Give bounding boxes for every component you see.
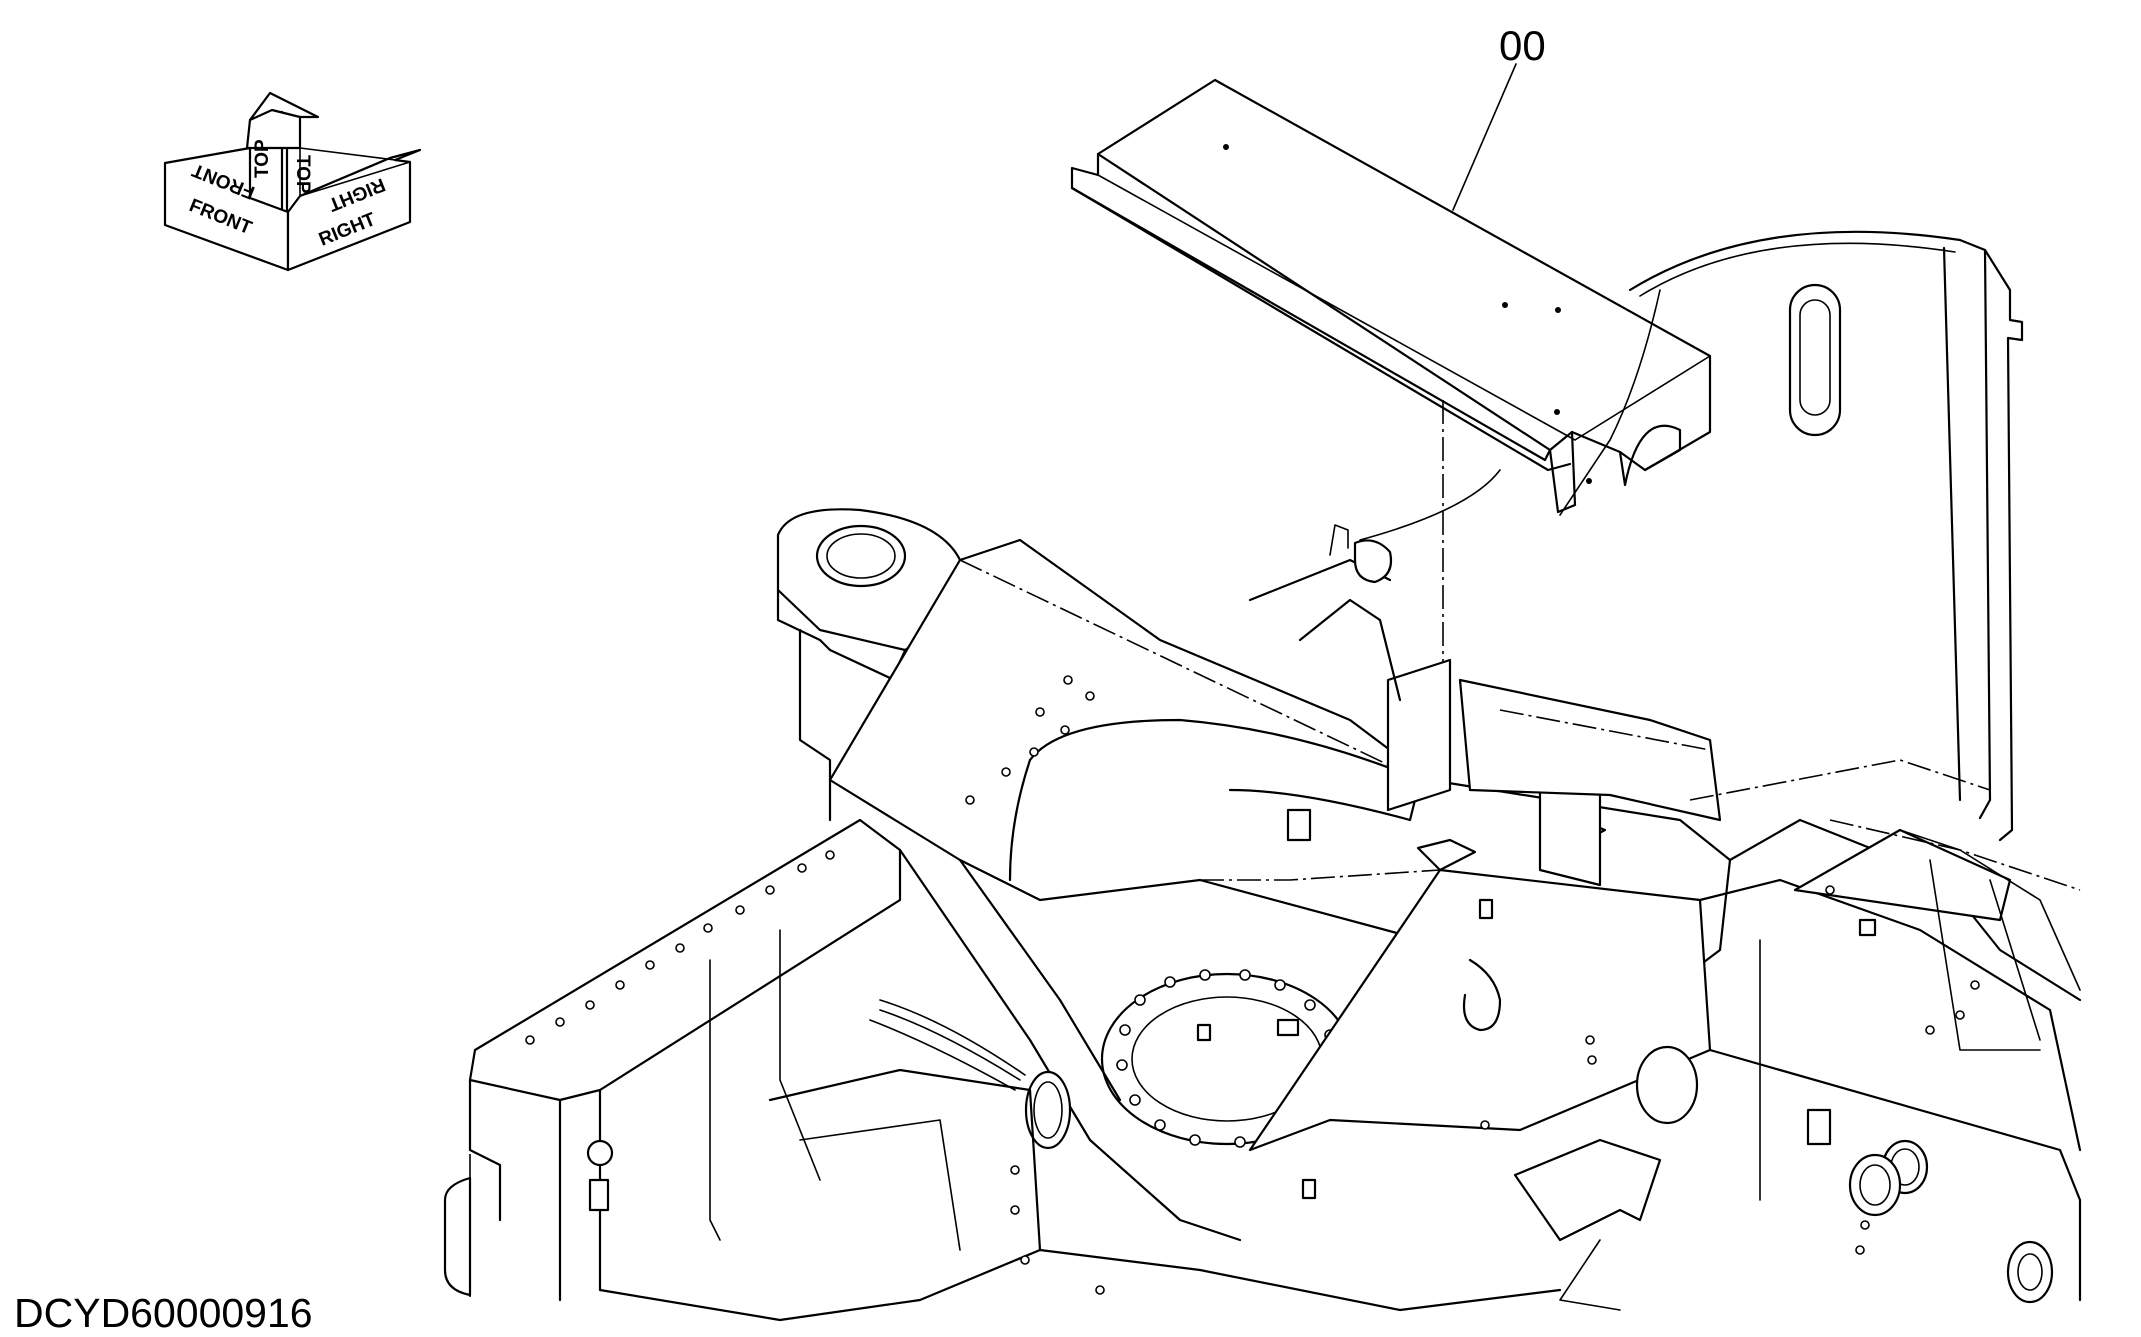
hose-loop <box>1462 958 1502 1032</box>
bolt-hole-icon <box>1555 307 1561 313</box>
part-callout-label: 00 <box>1499 22 1546 69</box>
upper-frame <box>443 508 2082 1322</box>
top-label: TOP <box>252 139 273 178</box>
bracket <box>1806 1108 1832 1146</box>
bracket <box>1858 918 1877 937</box>
top-label-mirrored: TOP <box>292 155 313 194</box>
bracket <box>1276 1018 1300 1037</box>
bolt-hole-icon <box>1554 409 1560 415</box>
bracket <box>1196 1023 1212 1042</box>
cover-plate-part <box>1070 78 1712 514</box>
bracket <box>1301 1178 1317 1200</box>
bracket <box>1286 808 1312 842</box>
rear-shroud <box>1359 230 2024 842</box>
bolt-hole-icon <box>1223 144 1229 150</box>
bracket <box>1478 898 1494 920</box>
bracket <box>1416 838 1477 872</box>
orientation-indicator: FRONT FRONT TOP TOP RIGHT RIGHT <box>163 91 422 272</box>
bolt-hole-icon <box>1586 478 1592 484</box>
hidden-lines <box>469 759 2081 1300</box>
callout-leader-line <box>1452 63 1517 211</box>
frame-holes <box>525 675 1980 1295</box>
drawing-id-label: DCYD60000916 <box>14 1290 313 1336</box>
bolt-hole-icon <box>1502 302 1508 308</box>
